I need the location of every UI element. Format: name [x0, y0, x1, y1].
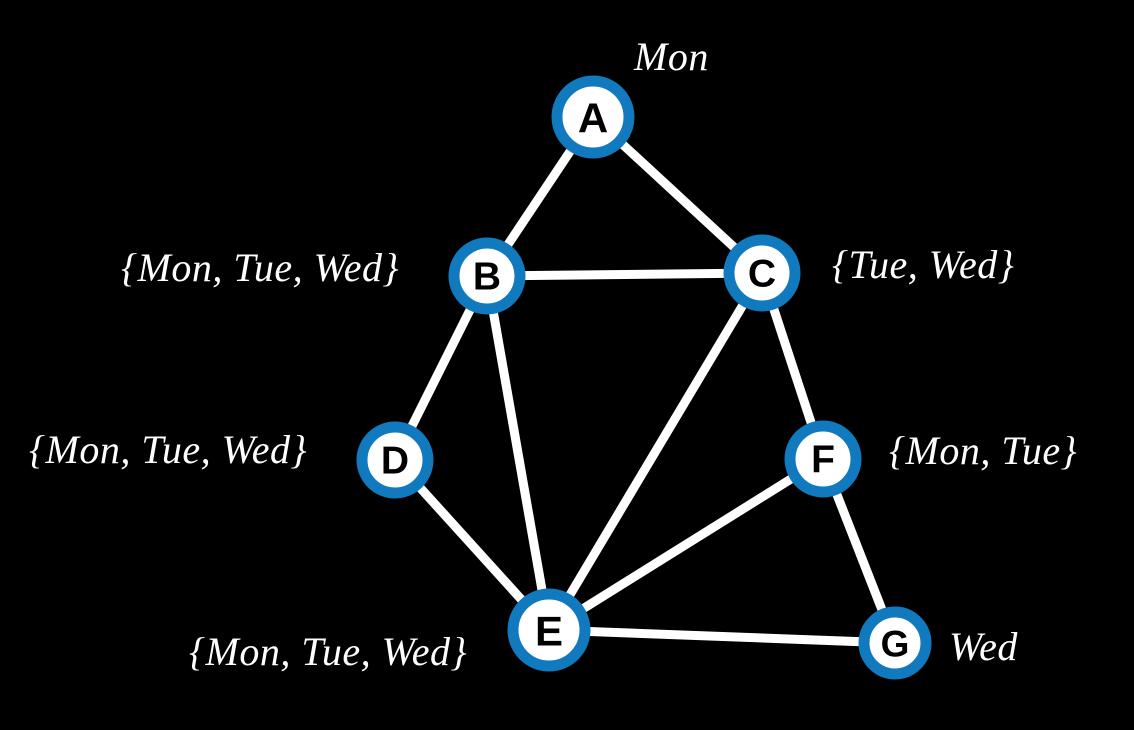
domain-label-a: Mon	[634, 34, 709, 79]
graph-node-d[interactable]: D	[356, 421, 434, 499]
node-circle-d	[356, 421, 434, 499]
node-circle-e	[507, 588, 591, 672]
domain-label-b: {Mon, Tue, Wed}	[121, 245, 400, 290]
edges-layer	[390, 112, 900, 648]
node-circle-f	[784, 420, 862, 498]
graph-edge-c-e	[544, 268, 767, 635]
graph-node-b[interactable]: B	[448, 237, 526, 315]
graph-node-a[interactable]: A	[551, 75, 635, 159]
node-letter-c: C	[748, 253, 776, 296]
node-circle-b	[448, 237, 526, 315]
graph-edge-b-c	[482, 268, 767, 281]
domain-label-g: Wed	[949, 624, 1018, 669]
node-letter-f: F	[811, 439, 835, 482]
graph-node-g[interactable]: G	[858, 606, 932, 680]
graph-edge-b-e	[482, 271, 554, 635]
node-circle-g	[858, 606, 932, 680]
graph-edge-f-e	[544, 454, 828, 635]
graph-node-c[interactable]: C	[723, 234, 801, 312]
domain-label-e: {Mon, Tue, Wed}	[189, 629, 468, 674]
nodes-layer: A B C D E F G	[356, 75, 932, 680]
domain-label-c: {Tue, Wed}	[832, 242, 1015, 287]
node-letter-g: G	[881, 624, 910, 665]
domain-label-f: {Mon, Tue}	[889, 428, 1078, 473]
node-letter-a: A	[578, 95, 608, 142]
node-circle-a	[551, 75, 635, 159]
graph-node-e[interactable]: E	[507, 588, 591, 672]
graph-node-f[interactable]: F	[784, 420, 862, 498]
graph-edge-e-g	[544, 625, 900, 648]
domain-label-d: {Mon, Tue, Wed}	[29, 427, 308, 472]
node-circle-c	[723, 234, 801, 312]
node-letter-e: E	[535, 608, 563, 655]
node-letter-d: D	[381, 440, 409, 483]
node-letter-b: B	[473, 256, 501, 299]
